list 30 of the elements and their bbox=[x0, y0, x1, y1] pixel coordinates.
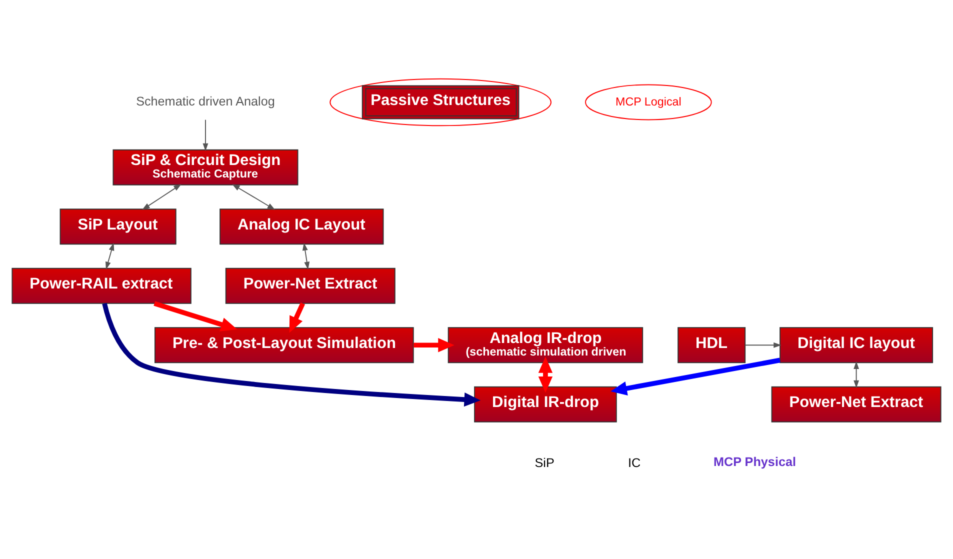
arrow bbox=[414, 338, 454, 352]
arrow bbox=[102, 302, 481, 406]
node-box: HDL bbox=[678, 326, 746, 363]
arrow bbox=[302, 242, 310, 270]
arrow bbox=[142, 184, 182, 210]
node-box: Analog IC Layout bbox=[220, 208, 384, 244]
node-box: SiP & Circuit Design Schematic Capture bbox=[112, 148, 298, 185]
node-box: Power-Net Extract bbox=[225, 267, 396, 304]
node-box: Power-Net Extract bbox=[771, 386, 942, 422]
arrow bbox=[610, 357, 780, 395]
node-ellipse: MCP Logical bbox=[585, 84, 712, 120]
label: MCP Physical bbox=[714, 454, 796, 468]
label: SiP bbox=[534, 455, 554, 470]
arrow bbox=[854, 360, 860, 388]
node-box: Digital IR-drop bbox=[474, 386, 617, 422]
arrow bbox=[538, 356, 553, 392]
arrow bbox=[202, 118, 208, 151]
node-box: Analog IR-drop (schematic simulation driven bbox=[448, 326, 644, 363]
node-text: Schematic driven Analog bbox=[136, 94, 275, 108]
arrow bbox=[154, 300, 238, 331]
arrow bbox=[744, 342, 782, 348]
node-box: SiP Layout bbox=[60, 208, 176, 244]
node-box: Digital IC layout bbox=[780, 326, 934, 363]
arrow bbox=[232, 184, 276, 210]
node-box: Power-RAIL extract bbox=[12, 267, 192, 304]
node-ellipse: Passive Structures bbox=[330, 78, 552, 126]
label: IC bbox=[628, 455, 641, 470]
arrow bbox=[289, 302, 306, 332]
arrow bbox=[106, 242, 114, 270]
node-box: Pre- & Post-Layout Simulation bbox=[154, 326, 414, 363]
